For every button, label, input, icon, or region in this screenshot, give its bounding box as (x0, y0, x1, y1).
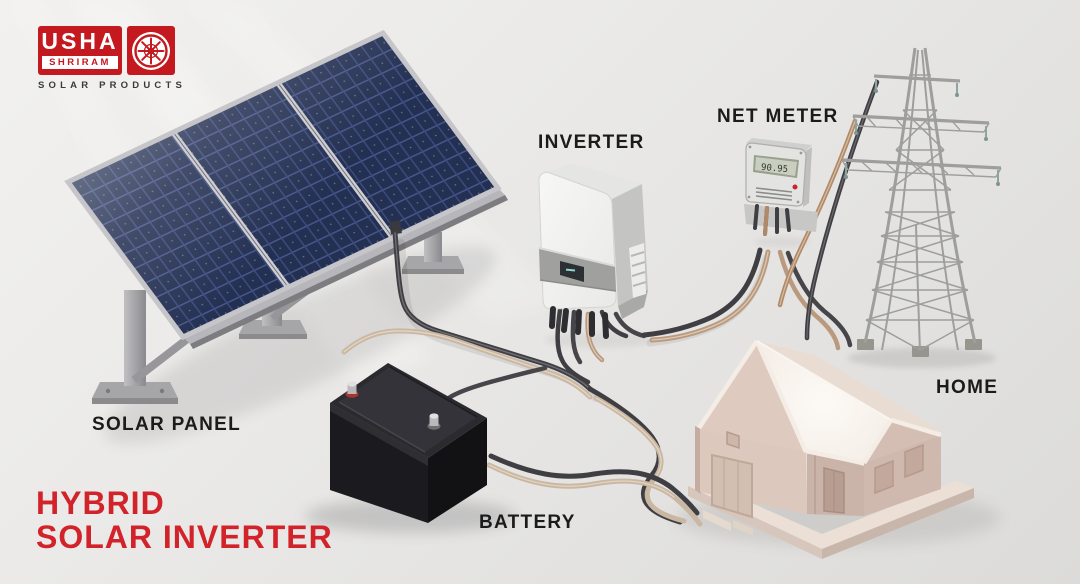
poster-title-line1: HYBRID (36, 485, 165, 521)
logo-brand-text: USHA (41, 28, 119, 54)
logo-subbrand-text: SHRIRAM (41, 55, 119, 70)
solar-panel-graphic (64, 29, 508, 404)
inverter-graphic (538, 163, 648, 339)
label-battery: BATTERY (479, 512, 576, 533)
meter-display-value: 90.95 (761, 163, 789, 175)
brand-logo: USHA SHRIRAM SOLAR PRODUCT (38, 26, 186, 91)
power-tower-graphic (841, 47, 1002, 357)
logo-tagline: SOLAR PRODUCTS (38, 80, 186, 91)
label-inverter: INVERTER (538, 132, 645, 153)
logo-emblem-icon (127, 26, 175, 75)
net-meter-graphic: 90.95 (744, 138, 818, 236)
poster-title: HYBRID SOLAR INVERTER (36, 486, 333, 554)
meter-led (792, 184, 798, 190)
meter-lcd: 90.95 (753, 155, 799, 178)
label-net-meter: NET METER (717, 106, 839, 127)
home-graphic (688, 339, 974, 559)
poster-title-line2: SOLAR INVERTER (36, 519, 333, 555)
inverter-display (560, 261, 584, 282)
logo-main-box: USHA SHRIRAM (38, 26, 122, 75)
cable-battery-dark (488, 453, 700, 516)
battery-graphic (330, 363, 487, 523)
label-solar-panel: SOLAR PANEL (92, 414, 242, 435)
label-home: HOME (936, 377, 999, 398)
cable-house-copper (593, 395, 687, 524)
cable-meter-dark (641, 247, 763, 338)
cable-house-dark (587, 386, 683, 525)
